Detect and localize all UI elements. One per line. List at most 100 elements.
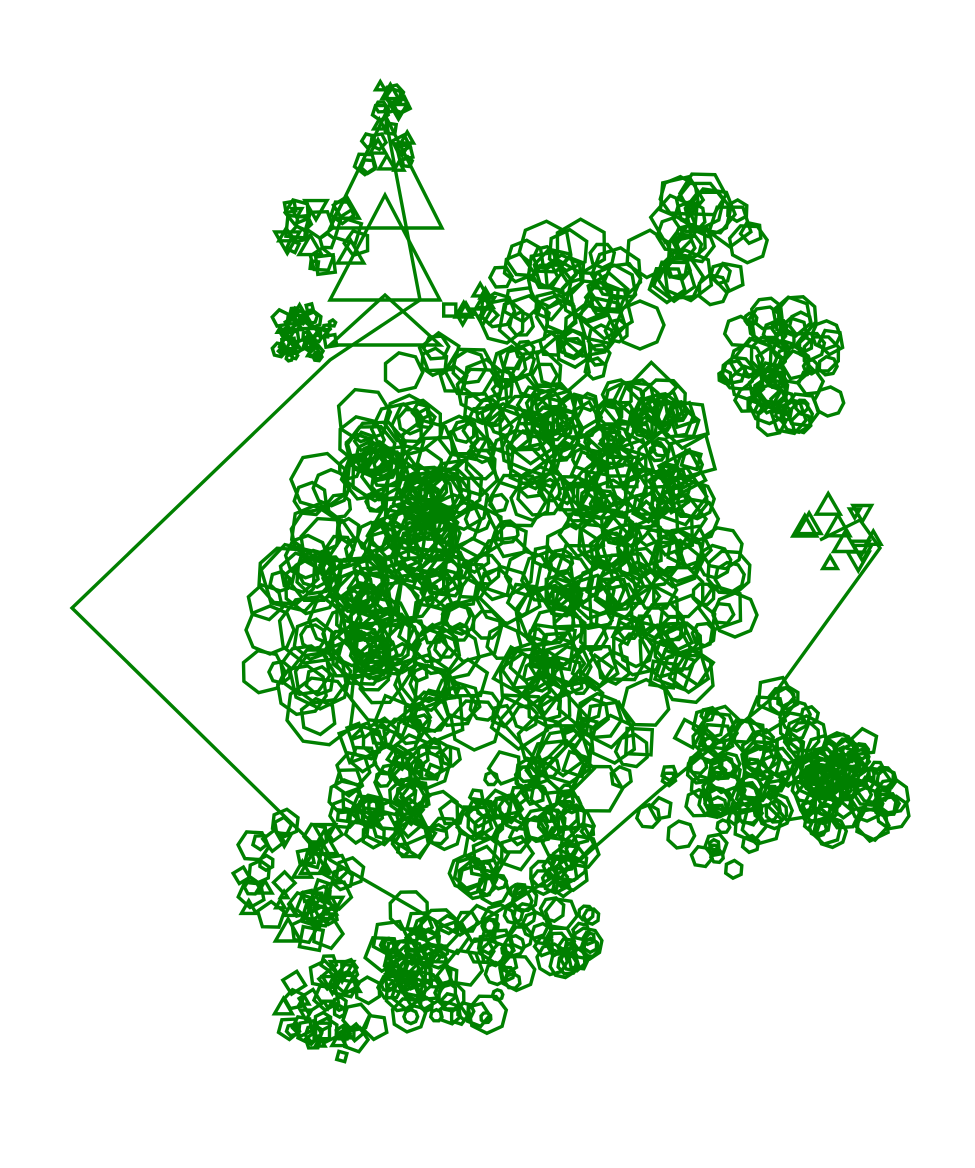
polygon-7-sided bbox=[372, 453, 399, 480]
polygon-6-sided bbox=[577, 696, 611, 731]
polygon-3-sided bbox=[277, 888, 291, 900]
polygon-3-sided bbox=[254, 877, 275, 895]
polygon-3-sided bbox=[789, 511, 820, 538]
polygon-5-sided bbox=[779, 348, 811, 381]
polygon-6-sided bbox=[438, 913, 458, 936]
polygon-4-sided bbox=[295, 846, 317, 868]
polygon-6-sided bbox=[700, 704, 741, 746]
polygon-5-sided bbox=[512, 882, 528, 898]
polygon-5-sided bbox=[303, 1031, 323, 1050]
polygon-7-sided bbox=[382, 393, 434, 444]
polygon-8-sided bbox=[480, 402, 506, 428]
polygon-5-sided bbox=[558, 838, 580, 861]
polygon-6-sided bbox=[764, 772, 788, 793]
polygon-6-sided bbox=[516, 714, 568, 767]
polygon-5-sided bbox=[370, 103, 391, 123]
polygon-4-sided bbox=[297, 924, 326, 953]
polygon-6-sided bbox=[439, 744, 462, 768]
polygon-8-sided bbox=[746, 305, 785, 344]
polygon-4-sided bbox=[648, 659, 679, 690]
polygon-7-sided bbox=[410, 567, 451, 609]
polygon-7-sided bbox=[413, 628, 450, 664]
polygon-8-sided bbox=[706, 549, 752, 595]
polygon-7-sided bbox=[639, 601, 686, 648]
polygon-7-sided bbox=[600, 378, 633, 412]
polygon-3-sided bbox=[372, 78, 389, 92]
polygon-7-sided bbox=[578, 621, 609, 652]
polygon-5-sided bbox=[604, 582, 642, 620]
polygon-8-sided bbox=[549, 843, 589, 883]
polygon-5-sided bbox=[577, 285, 635, 341]
polygon-6-sided bbox=[335, 516, 361, 545]
polygon-6-sided bbox=[582, 936, 599, 955]
polygon-4-sided bbox=[299, 900, 328, 930]
polygon-6-sided bbox=[583, 356, 608, 381]
polygon-5-sided bbox=[449, 1005, 470, 1027]
polygon-3-sided bbox=[275, 224, 297, 243]
polygon-6-sided bbox=[727, 718, 756, 744]
polygon-6-sided bbox=[344, 432, 373, 462]
polygon-5-sided bbox=[342, 228, 370, 258]
polygon-6-sided bbox=[292, 617, 335, 662]
polygon-6-sided bbox=[270, 341, 289, 359]
polygon-5-sided bbox=[535, 693, 563, 722]
polygon-6-sided bbox=[361, 822, 386, 850]
polygon-5-sided bbox=[750, 376, 789, 415]
polygon-8-sided bbox=[529, 859, 558, 888]
polygon-6-sided bbox=[304, 309, 323, 330]
polygon-8-sided bbox=[776, 295, 818, 337]
polygon-7-sided bbox=[519, 548, 576, 604]
polygon-8-sided bbox=[468, 690, 501, 722]
polygon-4-sided bbox=[396, 775, 433, 812]
polygon-6-sided bbox=[349, 724, 386, 761]
polygon-5-sided bbox=[503, 374, 543, 414]
polygon-8-sided bbox=[479, 1011, 493, 1025]
polygon-7-sided bbox=[634, 802, 662, 829]
polygon-6-sided bbox=[452, 855, 487, 891]
polygon-7-sided bbox=[428, 1007, 444, 1023]
polygon-5-sided bbox=[546, 856, 579, 889]
polygon-7-sided bbox=[338, 414, 387, 464]
polygon-3-sided bbox=[316, 859, 334, 874]
polygon-4-sided bbox=[287, 305, 307, 326]
polygon-7-sided bbox=[578, 509, 639, 569]
polygon-5-sided bbox=[504, 810, 527, 833]
polygon-7-sided bbox=[727, 224, 770, 265]
polygon-5-sided bbox=[738, 220, 763, 246]
polygon-8-sided bbox=[574, 564, 626, 616]
polygon-3-sided bbox=[455, 314, 471, 329]
polygon-7-sided bbox=[526, 263, 574, 309]
polygon-8-sided bbox=[402, 1007, 420, 1026]
polygon-5-sided bbox=[660, 764, 679, 783]
polygon-8-sided bbox=[487, 428, 551, 492]
polygon-7-sided bbox=[498, 954, 537, 993]
polygon-7-sided bbox=[807, 766, 841, 801]
polygon-6-sided bbox=[526, 679, 572, 730]
polygon-7-sided bbox=[761, 319, 788, 346]
polygon-5-sided bbox=[712, 261, 745, 295]
polygon-8-sided bbox=[801, 808, 818, 825]
polygon-6-sided bbox=[332, 1003, 347, 1020]
polygon-7-sided bbox=[666, 819, 697, 850]
polygon-6-sided bbox=[330, 866, 355, 892]
polygon-4-sided bbox=[331, 195, 355, 220]
polygon-8-sided bbox=[326, 492, 353, 519]
polygon-6-sided bbox=[796, 369, 826, 396]
polygon-5-sided bbox=[544, 641, 587, 685]
polygon-6-sided bbox=[501, 346, 537, 380]
polygon-3-sided bbox=[813, 490, 844, 516]
polygon-6-sided bbox=[299, 696, 337, 737]
polygon-4-sided bbox=[304, 301, 316, 313]
polygon-8-sided bbox=[521, 807, 558, 844]
polygon-6-sided bbox=[708, 262, 732, 286]
polygon-7-sided bbox=[394, 970, 416, 992]
polygon-5-sided bbox=[255, 899, 287, 929]
polygon-cluster-layer bbox=[230, 78, 911, 1064]
polygon-7-sided bbox=[328, 797, 361, 830]
polygon-5-sided bbox=[532, 544, 557, 570]
polygon-7-sided bbox=[383, 351, 425, 394]
polygon-7-sided bbox=[491, 873, 509, 891]
polygon-5-sided bbox=[655, 492, 709, 547]
polygon-4-sided bbox=[322, 332, 339, 350]
polygon-4-sided bbox=[392, 815, 438, 861]
